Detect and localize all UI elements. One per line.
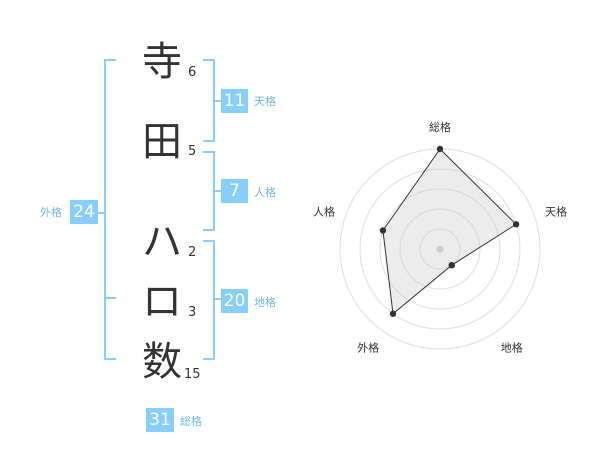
radar-point-4	[389, 310, 397, 317]
radar-point-3	[448, 261, 455, 269]
jinkaku-bracket	[203, 151, 215, 231]
radar-ring	[419, 228, 461, 270]
radar-ring	[379, 188, 501, 310]
chikaku-value: 20	[221, 289, 248, 313]
tenkaku-value: 11	[221, 89, 248, 113]
name-char-2: 田	[142, 119, 182, 165]
radar-axis-label-3: 地格	[501, 341, 523, 355]
radar-axis-label-1: 総格	[429, 120, 451, 134]
soukaku-value: 31	[146, 408, 174, 432]
jinkaku-bracket-stub	[215, 190, 221, 192]
stroke-count-5: 15	[184, 367, 201, 382]
tenkaku-label: 天格	[254, 95, 276, 108]
gaikaku-bracket-inner-stub	[106, 297, 116, 299]
gaikaku-value: 24	[70, 200, 98, 224]
stroke-count-4: 3	[188, 305, 197, 320]
radar-ring	[399, 208, 481, 290]
stroke-count-1: 6	[188, 65, 197, 80]
name-char-1: 寺	[142, 39, 182, 85]
radar-ring	[359, 168, 521, 330]
radar-point-2	[512, 221, 520, 228]
name-char-3: ハ	[142, 219, 182, 265]
soukaku-label: 総格	[180, 415, 202, 428]
gaikaku-bracket-stub	[96, 212, 106, 214]
radar-axis-label-5: 人格	[313, 204, 335, 218]
radar-axis-label-2: 天格	[545, 204, 567, 218]
tenkaku-bracket-stub	[215, 100, 221, 102]
jinkaku-label: 人格	[254, 186, 276, 199]
jinkaku-value: 7	[221, 179, 248, 203]
gaikaku-label: 外格	[40, 206, 62, 219]
radar-axis-label-4: 外格	[357, 341, 379, 355]
radar-center	[436, 245, 444, 253]
gaikaku-bracket	[104, 59, 116, 360]
stroke-count-3: 2	[188, 245, 197, 260]
radar-point-5	[379, 227, 387, 234]
chikaku-bracket-stub	[215, 298, 221, 300]
chikaku-label: 地格	[254, 296, 276, 309]
chikaku-bracket	[203, 240, 215, 360]
name-char-5: 数	[142, 339, 182, 385]
stroke-count-2: 5	[188, 144, 197, 159]
radar-point-1	[436, 145, 444, 153]
name-char-4: ロ	[142, 279, 182, 325]
tenkaku-bracket	[203, 59, 215, 142]
radar-series-area	[382, 148, 517, 315]
